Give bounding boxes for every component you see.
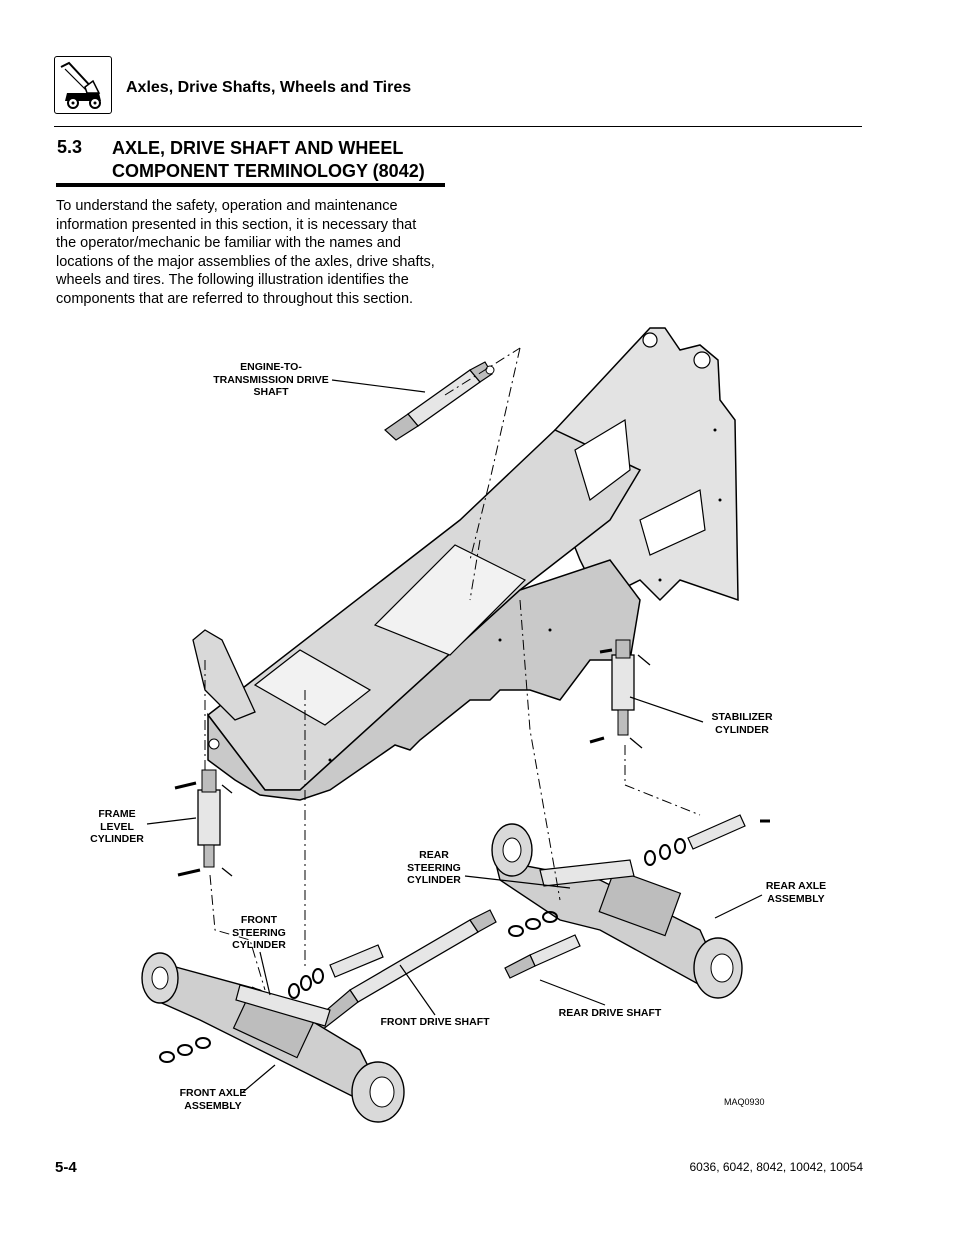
telehandler-chassis-icon: [60, 61, 101, 109]
section-rule: [56, 183, 445, 187]
chassis-frame: [192, 327, 739, 801]
engine-transmission-drive-shaft: [384, 361, 495, 441]
label-front-drive-shaft: FRONT DRIVE SHAFT: [380, 1016, 490, 1028]
figure-code: MAQ0930: [724, 1097, 765, 1107]
intro-line: To understand the safety, operation and …: [56, 198, 398, 214]
intro-line: wheels and tires. The following illustra…: [56, 272, 409, 289]
label-front-steering-cylinder: FRONT STEERING CYLINDER: [232, 914, 286, 951]
section-title: AXLE, DRIVE SHAFT AND WHEEL COMPONENT TE…: [112, 137, 425, 183]
header-rule: [54, 126, 862, 127]
assembly-center-lines: [204, 347, 701, 991]
intro-line: locations of the major assemblies of the…: [56, 253, 435, 270]
label-rear-drive-shaft: REAR DRIVE SHAFT: [558, 1007, 662, 1019]
section-title-line: AXLE, DRIVE SHAFT AND WHEEL: [112, 138, 404, 158]
label-engine-transmission-drive-shaft: ENGINE-TO- TRANSMISSION DRIVE SHAFT: [213, 361, 329, 398]
label-front-axle-assembly: FRONT AXLE ASSEMBLY: [179, 1087, 247, 1112]
rear-drive-shaft: [504, 934, 581, 979]
label-frame-level-cylinder: FRAME LEVEL CYLINDER: [90, 808, 144, 845]
intro-paragraph: To understand the safety, operation and …: [56, 197, 448, 309]
label-rear-axle-assembly: REAR AXLE ASSEMBLY: [765, 880, 827, 905]
header-logo: [54, 56, 112, 114]
header-title: Axles, Drive Shafts, Wheels and Tires: [126, 79, 412, 96]
page-number: 5-4: [55, 1159, 77, 1176]
rear-axle-assembly: [491, 814, 770, 999]
leader-lines: [146, 379, 763, 1093]
front-axle-assembly: [141, 944, 405, 1123]
model-list: 6036, 6042, 8042, 10042, 10054: [689, 1160, 864, 1174]
frame-level-cylinder: [174, 769, 233, 877]
section-title-line: COMPONENT TERMINOLOGY (8042): [112, 161, 425, 181]
intro-line: components that are referred to througho…: [56, 290, 414, 307]
front-drive-shaft: [314, 909, 497, 1031]
intro-line: the operator/mechanic be familiar with t…: [56, 235, 401, 252]
label-rear-steering-cylinder: REAR STEERING CYLINDER: [407, 849, 461, 886]
label-stabilizer-cylinder: STABILIZER CYLINDER: [711, 711, 773, 736]
stabilizer-cylinder: [589, 639, 651, 749]
intro-line: information presented in this section, i…: [56, 216, 417, 233]
section-number: 5.3: [57, 137, 83, 157]
